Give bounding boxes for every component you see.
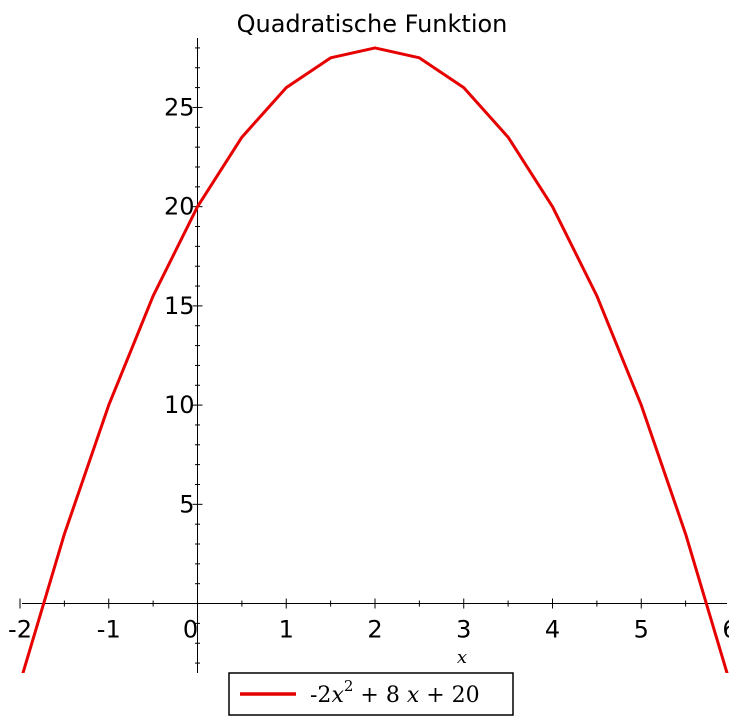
legend-coef: -2 [310,683,331,708]
chart-title: Quadratische Funktion [237,10,508,38]
y-tick-label: 20 [164,193,195,221]
x-tick-label: 3 [456,616,471,644]
y-tick-label: 15 [164,292,195,320]
x-tick-label: 6 [722,616,729,644]
legend: -2x2 + 8 x + 20 [228,672,514,716]
legend-term-b: + 8 [353,683,399,708]
x-tick-label: 5 [634,616,649,644]
x-axis-label: x [457,647,467,668]
x-tick-label: -2 [8,616,32,644]
x-tick-label: -1 [97,616,121,644]
series-line [21,46,729,673]
legend-exponent: 2 [344,677,354,695]
ticks: -2 -1 0 1 2 3 4 5 6 5 10 15 20 25 [8,47,729,664]
legend-var-2: x [407,683,420,708]
y-tick-label: 10 [164,391,195,419]
legend-term-c: + 20 [419,683,479,708]
series-group [21,46,729,673]
x-tick-label: 4 [545,616,560,644]
y-tick-label: 5 [179,490,194,518]
x-tick-label: 1 [279,616,294,644]
legend-var-1: x [331,683,344,708]
legend-label: -2x2 + 8 x + 20 [310,677,480,708]
x-tick-label: 2 [367,616,382,644]
y-tick-label: 25 [164,93,195,121]
x-tick-label: 0 [183,616,198,644]
